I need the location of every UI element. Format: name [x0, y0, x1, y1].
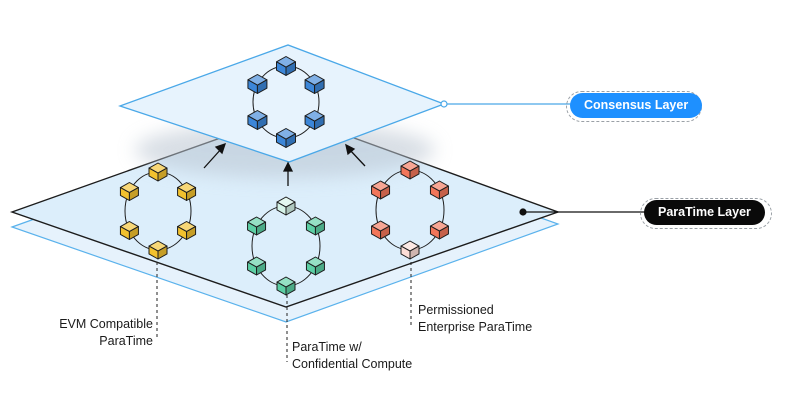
confidential-ring-node: [247, 256, 267, 276]
consensus-connector-dot: [440, 100, 448, 108]
arrow-confidential-head: [282, 161, 294, 172]
evm-ring: [119, 162, 197, 260]
label-evm-paratime: EVM Compatible ParaTime: [59, 316, 153, 350]
arrow-enterprise: [348, 148, 366, 167]
label-enterprise-paratime: Permissioned Enterprise ParaTime: [418, 302, 532, 336]
consensus-ring-node: [276, 128, 296, 148]
confidential-ring-node: [247, 216, 267, 236]
enterprise-ring: [371, 160, 449, 260]
consensus-ring-node: [304, 74, 325, 94]
enterprise-ring-node: [429, 220, 449, 240]
evm-ring-node: [119, 182, 139, 201]
consensus-layer-pill[interactable]: Consensus Layer: [570, 93, 703, 118]
enterprise-ring-node: [371, 180, 391, 200]
consensus-ring-node: [247, 110, 268, 130]
enterprise-ring-node: [371, 220, 391, 240]
label-confidential-line2: Confidential Compute: [292, 357, 413, 371]
leader-lines: [156, 262, 412, 362]
label-enterprise-line1: Permissioned: [418, 303, 494, 317]
arrows: [203, 142, 366, 186]
evm-ring-node: [148, 162, 168, 182]
confidential-ring-node: [305, 256, 325, 276]
confidential-ring-node: [276, 196, 296, 216]
evm-ring-node: [177, 221, 197, 240]
label-enterprise-line2: Enterprise ParaTime: [418, 320, 533, 334]
enterprise-ring-node: [429, 180, 449, 200]
layer-connectors: [440, 100, 646, 216]
consensus-ring: [247, 56, 325, 148]
arrow-evm: [203, 147, 223, 169]
paratime-connector-dot: [519, 208, 527, 216]
label-evm-line1: EVM Compatible: [59, 317, 153, 331]
confidential-ring: [247, 196, 325, 296]
label-confidential-paratime: ParaTime w/ Confidential Compute: [292, 339, 412, 373]
evm-ring-node: [148, 240, 168, 260]
enterprise-ring-node: [400, 160, 420, 180]
label-confidential-line1: ParaTime w/: [292, 340, 362, 354]
confidential-ring-node: [276, 276, 296, 296]
evm-ring-node: [177, 182, 197, 201]
arrow-enterprise-head: [345, 143, 356, 156]
evm-ring-node: [119, 221, 139, 240]
confidential-ring-node: [305, 216, 325, 236]
enterprise-ring-node: [400, 240, 420, 260]
consensus-ring-node: [276, 56, 296, 76]
consensus-ring-node: [304, 110, 325, 130]
paratime-layer-pill-outline: [640, 198, 772, 229]
consensus-ring-node: [247, 74, 268, 94]
label-evm-line2: ParaTime: [99, 334, 153, 348]
paratime-layer-pill[interactable]: ParaTime Layer: [644, 200, 765, 225]
arrow-evm-head: [214, 142, 227, 155]
